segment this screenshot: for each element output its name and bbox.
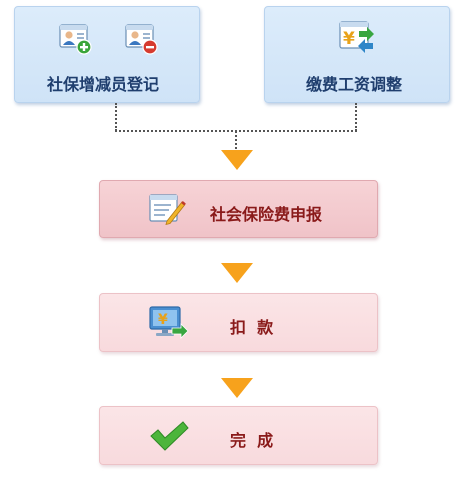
svg-text:¥: ¥ <box>158 312 168 328</box>
step-deduct-box[interactable]: ¥ 扣 款 <box>99 293 378 352</box>
svg-text:¥: ¥ <box>343 29 355 49</box>
user-add-icon <box>59 24 92 55</box>
arrow-down-icon <box>221 263 253 283</box>
connector-center <box>235 131 237 149</box>
connector-left <box>115 103 117 131</box>
checkmark-icon <box>150 421 189 451</box>
step-register-label: 社保增减员登记 <box>47 75 160 94</box>
step-complete-label: 完 成 <box>230 431 274 450</box>
arrow-down-icon <box>221 378 253 398</box>
user-remove-icon <box>125 24 158 55</box>
connector-right <box>355 103 357 131</box>
step-deduct-label: 扣 款 <box>230 318 274 337</box>
form-edit-icon <box>149 194 186 226</box>
arrow-down-icon <box>221 150 253 170</box>
step-complete-box[interactable]: 完 成 <box>99 406 378 465</box>
step-adjust-label: 缴费工资调整 <box>306 75 403 94</box>
monitor-yuan-transfer-icon: ¥ <box>149 306 189 339</box>
step-declare-box[interactable]: 社会保险费申报 <box>99 180 378 238</box>
step-register-box[interactable]: 社保增减员登记 <box>14 6 200 103</box>
step-adjust-box[interactable]: ¥ 缴费工资调整 <box>264 6 450 103</box>
step-declare-label: 社会保险费申报 <box>210 205 323 224</box>
yuan-exchange-icon: ¥ <box>339 21 374 53</box>
